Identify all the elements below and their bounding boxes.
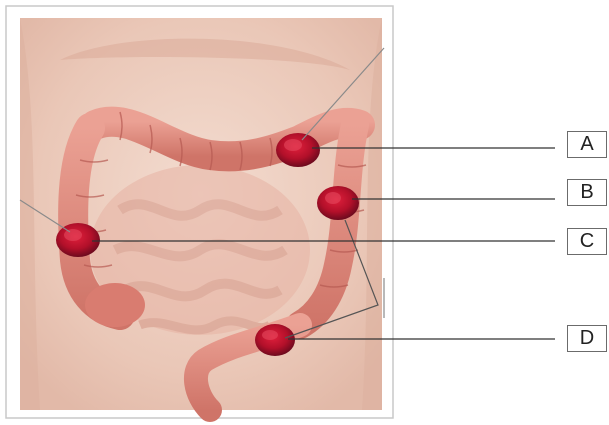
label-c: C bbox=[567, 228, 607, 255]
label-b: B bbox=[567, 179, 607, 206]
lesion-c bbox=[56, 223, 100, 257]
lesion-a bbox=[276, 133, 320, 167]
lesion-d bbox=[255, 324, 295, 356]
lesion-b bbox=[317, 186, 359, 220]
label-a: A bbox=[567, 131, 607, 158]
label-d: D bbox=[567, 325, 607, 352]
